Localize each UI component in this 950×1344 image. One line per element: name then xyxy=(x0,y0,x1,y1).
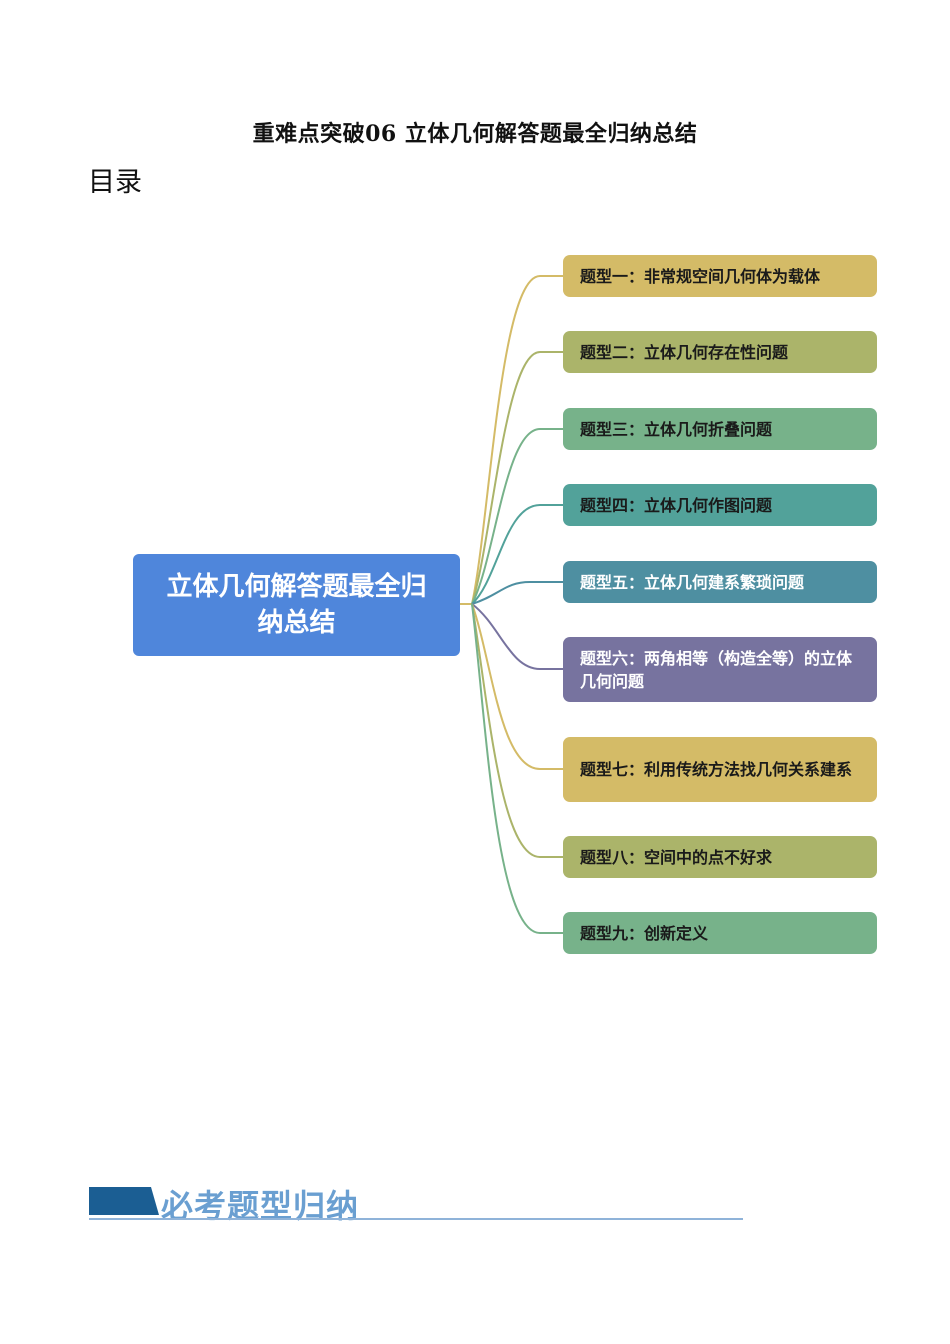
node-label: 题型六：两角相等（构造全等）的立体几何问题 xyxy=(580,648,853,691)
mindmap-node-1: 题型一：非常规空间几何体为载体 xyxy=(563,255,877,297)
connector-8 xyxy=(471,603,563,858)
mindmap-node-3: 题型三：立体几何折叠问题 xyxy=(563,408,877,450)
node-label: 题型九：创新定义 xyxy=(580,923,709,943)
node-label: 题型一：非常规空间几何体为载体 xyxy=(580,266,821,286)
connector-4 xyxy=(471,504,563,605)
document-title: 重难点突破06 立体几何解答题最全归纳总结 xyxy=(252,121,698,147)
connector-3 xyxy=(471,428,563,605)
mindmap-node-7: 题型七：利用传统方法找几何关系建系 xyxy=(563,737,877,802)
mindmap-node-2: 题型二：立体几何存在性问题 xyxy=(563,331,877,373)
node-label: 题型七：利用传统方法找几何关系建系 xyxy=(580,760,853,779)
mindmap-node-5: 题型五：立体几何建系繁琐问题 xyxy=(563,561,877,603)
connector-6 xyxy=(471,603,563,670)
node-label: 题型八：空间中的点不好求 xyxy=(580,847,773,867)
connector-9 xyxy=(471,603,563,934)
section-banner: 必考题型归纳 xyxy=(89,1185,743,1225)
node-label: 题型五：立体几何建系繁琐问题 xyxy=(580,572,805,592)
banner-title: 必考题型归纳 xyxy=(161,1187,360,1225)
node-label: 题型二：立体几何存在性问题 xyxy=(580,342,789,362)
node-label: 题型四：立体几何作图问题 xyxy=(580,495,773,515)
mindmap-node-8: 题型八：空间中的点不好求 xyxy=(563,836,877,878)
center-node-label: 立体几何解答题最全归纳总结 xyxy=(166,572,427,638)
node-label: 题型三：立体几何折叠问题 xyxy=(580,419,773,439)
banner-underline xyxy=(89,1218,743,1220)
toc-heading: 目录 xyxy=(88,167,142,198)
connector-1 xyxy=(460,275,563,605)
mindmap-node-9: 题型九：创新定义 xyxy=(563,912,877,954)
mindmap-center-node: 立体几何解答题最全归纳总结 xyxy=(133,554,460,656)
banner-accent-block xyxy=(89,1187,159,1215)
mindmap-node-6: 题型六：两角相等（构造全等）的立体几何问题 xyxy=(563,637,877,702)
connector-5 xyxy=(471,581,563,605)
mindmap-node-4: 题型四：立体几何作图问题 xyxy=(563,484,877,526)
connector-2 xyxy=(471,351,563,605)
connector-7 xyxy=(471,603,563,770)
